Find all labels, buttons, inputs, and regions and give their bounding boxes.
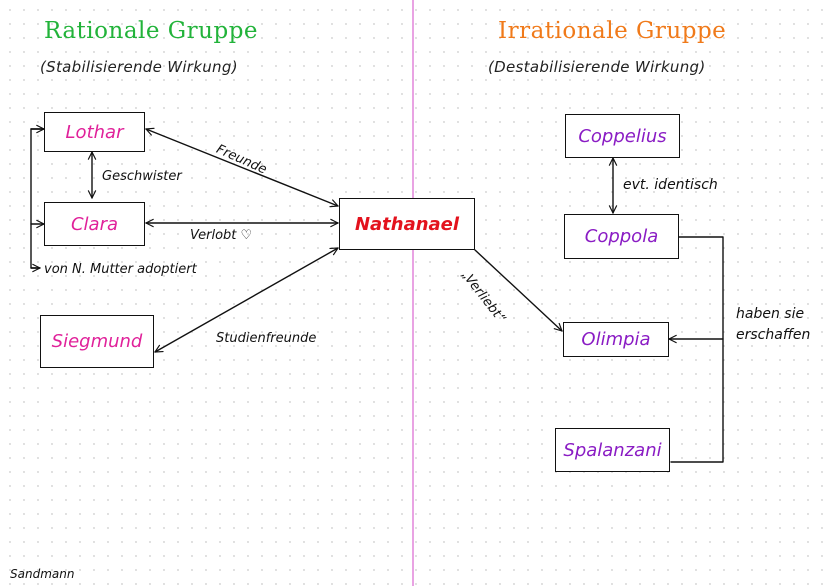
irrational-group-subtitle: (Destabilisierende Wirkung) [488, 58, 706, 76]
node-coppelius: Coppelius [565, 114, 680, 158]
node-olimpia: Olimpia [563, 322, 669, 357]
edge-label-geschwister: Geschwister [102, 169, 182, 184]
node-clara: Clara [44, 202, 145, 246]
edge-creators-bracket [670, 236, 724, 463]
edge-label-studienfreunde: Studienfreunde [216, 331, 317, 346]
node-lothar-label: Lothar [65, 121, 124, 143]
node-clara-label: Clara [70, 213, 119, 235]
rational-group-subtitle: (Stabilisierende Wirkung) [40, 58, 238, 76]
node-spalanzani: Spalanzani [555, 428, 670, 472]
node-siegmund: Siegmund [40, 315, 154, 368]
rational-group-title: Rationale Gruppe [44, 18, 259, 44]
edge-label-erschaffen: erschaffen [736, 327, 811, 343]
group-divider-line [412, 0, 414, 586]
node-spalanzani-label: Spalanzani [563, 439, 662, 461]
edge-label-haben-sie: haben sie [736, 306, 805, 322]
node-coppola: Coppola [564, 214, 679, 259]
node-siegmund-label: Siegmund [51, 331, 143, 352]
edge-label-verlobt: Verlobt ♡ [190, 228, 253, 243]
footer-sandmann: Sandmann [10, 567, 75, 581]
edge-lothar-nathanael [145, 127, 339, 208]
edge-label-identisch: evt. identisch [623, 177, 718, 193]
node-lothar: Lothar [44, 112, 145, 152]
edge-adoption-bracket [30, 128, 45, 269]
node-nathanael-label: Nathanael [354, 213, 460, 235]
irrational-group-title: Irrationale Gruppe [498, 18, 727, 44]
edge-siegmund-nathanael [154, 247, 339, 353]
node-nathanael: Nathanael [339, 198, 475, 250]
edge-nathanael-olimpia [474, 249, 563, 332]
edge-label-adoptiert: von N. Mutter adoptiert [44, 262, 197, 277]
node-coppola-label: Coppola [584, 226, 659, 247]
node-coppelius-label: Coppelius [578, 125, 667, 147]
node-olimpia-label: Olimpia [581, 329, 651, 350]
